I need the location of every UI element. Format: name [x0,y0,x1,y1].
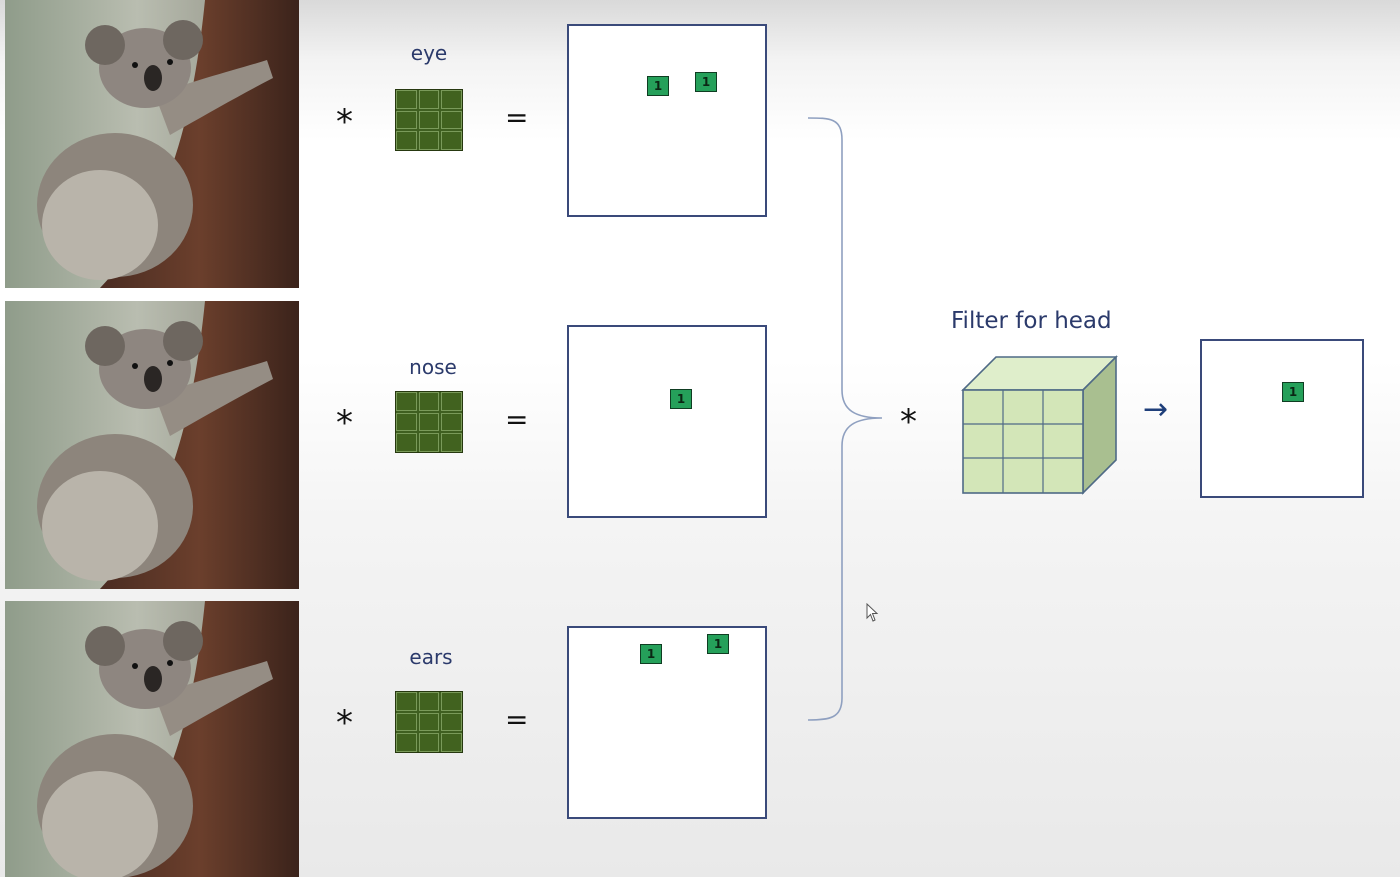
head-filter-cube [961,355,1118,495]
feature-map-nose: 1 [567,325,767,518]
feature-label-eye: eye [410,41,448,65]
brace-icon [807,117,883,721]
equals-operator: = [505,403,529,436]
feature-filter [395,691,463,753]
feature-label-ears: ears [409,645,453,669]
koala-photo [5,601,299,877]
activation-cell: 1 [707,634,729,654]
convolve-operator: * [336,403,353,443]
koala-photo [5,0,299,288]
activation-cell: 1 [695,72,717,92]
equals-operator: = [505,101,529,134]
feature-filter [395,89,463,151]
activation-cell: 1 [640,644,662,664]
convolve-operator: * [336,102,353,142]
filter-head-title: Filter for head [951,308,1112,334]
activation-cell: 1 [670,389,692,409]
feature-map-eye: 1 1 [567,24,767,217]
head-output-map: 1 [1200,339,1364,498]
mouse-cursor-icon [866,603,879,622]
activation-cell: 1 [647,76,669,96]
koala-photo [5,301,299,589]
convolve-operator: * [336,703,353,743]
arrow-right-icon: → [1143,392,1169,427]
equals-operator: = [505,703,529,736]
activation-cell: 1 [1282,382,1304,402]
feature-filter [395,391,463,453]
feature-label-nose: nose [409,355,457,379]
convolve-operator: * [900,402,917,442]
feature-map-ears: 1 1 [567,626,767,819]
